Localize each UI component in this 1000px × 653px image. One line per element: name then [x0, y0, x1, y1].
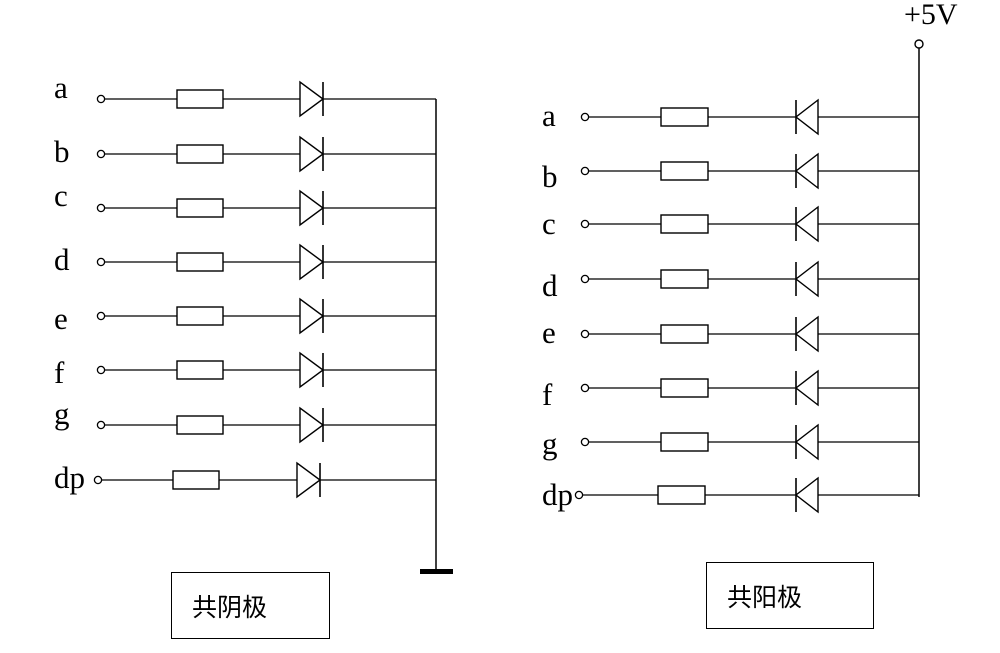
- anode-terminal-f: [580, 383, 590, 393]
- anode-diode-f: [794, 369, 819, 407]
- cathode-resistor-d: [176, 252, 224, 272]
- anode-segment-label-c: c: [542, 206, 556, 241]
- cathode-terminal-c: [96, 203, 106, 213]
- anode-resistor-a: [660, 107, 709, 127]
- anode-terminal-e: [580, 329, 590, 339]
- cathode-segment-label-b: b: [54, 134, 70, 169]
- anode-segment-label-e: e: [542, 315, 556, 350]
- anode-terminal-dp: [574, 490, 584, 500]
- cathode-diode-b: [299, 135, 325, 173]
- cathode-resistor-f: [176, 360, 224, 380]
- supply-terminal: [914, 39, 924, 49]
- anode-segment-label-b: b: [542, 159, 558, 194]
- anode-diode-c: [794, 205, 819, 243]
- anode-terminal-d: [580, 274, 590, 284]
- cathode-resistor-dp: [172, 470, 220, 490]
- anode-terminal-b: [580, 166, 590, 176]
- cathode-diode-c: [299, 189, 325, 227]
- cathode-diode-a: [299, 80, 325, 118]
- cathode-terminal-f: [96, 365, 106, 375]
- anode-diode-a: [794, 98, 819, 136]
- common-cathode-caption: 共阴极: [192, 592, 268, 622]
- anode-diode-g: [794, 423, 819, 461]
- cathode-resistor-e: [176, 306, 224, 326]
- cathode-terminal-g: [96, 420, 106, 430]
- anode-resistor-dp: [657, 485, 706, 505]
- cathode-diode-g: [299, 406, 325, 444]
- cathode-resistor-g: [176, 415, 224, 435]
- anode-diode-dp: [794, 476, 819, 514]
- anode-segment-label-dp: dp: [542, 477, 573, 512]
- anode-segment-label-a: a: [542, 98, 556, 133]
- common-cathode-caption-box: 共阴极: [171, 572, 330, 639]
- cathode-terminal-a: [96, 94, 106, 104]
- cathode-resistor-c: [176, 198, 224, 218]
- cathode-segment-label-a: a: [54, 70, 68, 105]
- anode-resistor-e: [660, 324, 709, 344]
- cathode-segment-label-f: f: [54, 355, 65, 390]
- cathode-terminal-e: [96, 311, 106, 321]
- anode-segment-label-f: f: [542, 377, 553, 412]
- anode-resistor-c: [660, 214, 709, 234]
- anode-resistor-b: [660, 161, 709, 181]
- supply-voltage-label: +5V: [904, 0, 958, 31]
- anode-resistor-g: [660, 432, 709, 452]
- anode-resistor-f: [660, 378, 709, 398]
- cathode-segment-label-e: e: [54, 301, 68, 336]
- cathode-resistor-a: [176, 89, 224, 109]
- cathode-terminal-b: [96, 149, 106, 159]
- anode-diode-e: [794, 315, 819, 353]
- cathode-diode-d: [299, 243, 325, 281]
- cathode-terminal-d: [96, 257, 106, 267]
- common-anode-caption: 共阳极: [727, 582, 803, 612]
- anode-terminal-c: [580, 219, 590, 229]
- anode-diode-d: [794, 260, 819, 298]
- cathode-resistor-b: [176, 144, 224, 164]
- anode-segment-label-d: d: [542, 268, 558, 303]
- cathode-diode-e: [299, 297, 325, 335]
- cathode-segment-label-d: d: [54, 242, 70, 277]
- anode-terminal-g: [580, 437, 590, 447]
- anode-terminal-a: [580, 112, 590, 122]
- anode-resistor-d: [660, 269, 709, 289]
- anode-diode-b: [794, 152, 819, 190]
- cathode-terminal-dp: [93, 475, 103, 485]
- common-anode-caption-box: 共阳极: [706, 562, 874, 629]
- cathode-segment-label-dp: dp: [54, 460, 85, 495]
- cathode-diode-f: [299, 351, 325, 389]
- ground-symbol: [420, 569, 453, 574]
- cathode-diode-dp: [296, 461, 322, 499]
- cathode-segment-label-g: g: [54, 396, 70, 431]
- anode-segment-label-g: g: [542, 426, 558, 461]
- cathode-segment-label-c: c: [54, 178, 68, 213]
